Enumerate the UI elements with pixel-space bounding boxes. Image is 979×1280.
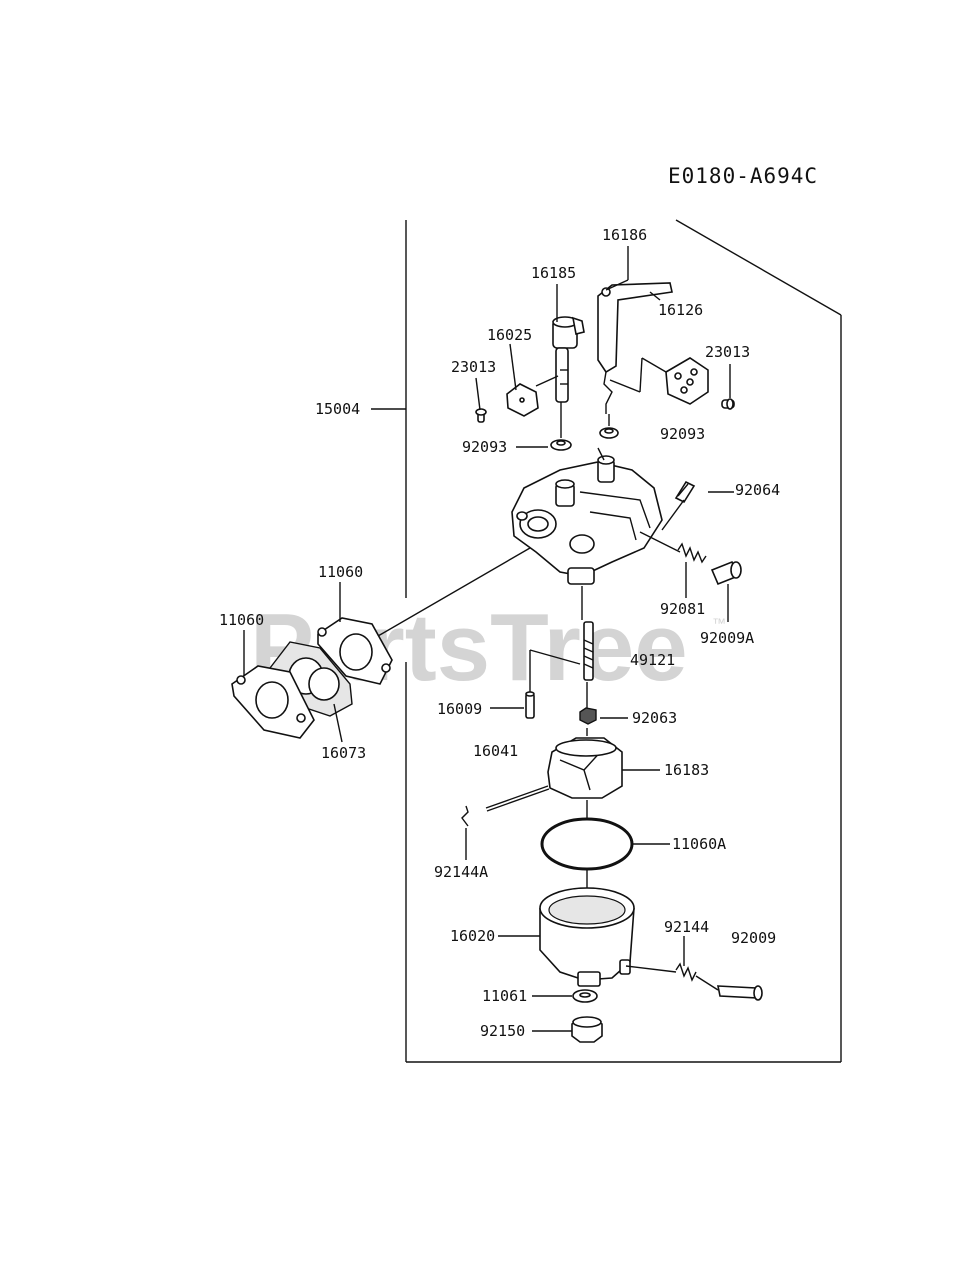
float-part [547, 737, 623, 799]
main-jet-part [579, 707, 597, 725]
label-92144: 92144 [664, 918, 709, 936]
label-92081: 92081 [660, 600, 705, 618]
label-16041: 16041 [473, 742, 518, 760]
leader-lines [243, 246, 734, 1032]
label-92063: 92063 [632, 709, 677, 727]
label-11061: 11061 [482, 987, 527, 1005]
screw-left-part [475, 408, 487, 423]
choke-plate-part [506, 383, 539, 417]
idle-screw-part [710, 560, 742, 586]
bowl-spring-part [675, 962, 697, 982]
label-11060-upper: 11060 [318, 563, 363, 581]
label-92009A: 92009A [700, 629, 754, 647]
part-labels: 16186 16185 16126 16025 23013 23013 1500… [219, 226, 780, 1040]
label-92093-left: 92093 [462, 438, 507, 456]
drain-screw-part [717, 985, 763, 1001]
gasket-lower-part [231, 665, 315, 739]
float-needle-part [525, 691, 535, 719]
label-23013-left: 23013 [451, 358, 496, 376]
label-16025: 16025 [487, 326, 532, 344]
label-16073: 16073 [321, 744, 366, 762]
label-49121: 49121 [630, 651, 675, 669]
throttle-plate-part [665, 357, 709, 405]
main-nozzle-part [583, 621, 594, 681]
label-16126: 16126 [658, 301, 703, 319]
label-11060A: 11060A [672, 835, 726, 853]
seal-right-part [599, 427, 619, 439]
choke-shaft-part [552, 316, 585, 403]
bowl-bolt-part [571, 1016, 603, 1043]
seal-left-part [550, 439, 572, 451]
idle-spring-part [677, 542, 707, 564]
label-16186: 16186 [602, 226, 647, 244]
float-bowl-part [539, 887, 635, 987]
label-92009: 92009 [731, 929, 776, 947]
bowl-gasket-part [540, 817, 634, 871]
clip-92144A-part [461, 805, 469, 827]
label-23013-right: 23013 [705, 343, 750, 361]
watermark-trademark: ™ [712, 615, 726, 631]
label-92150: 92150 [480, 1022, 525, 1040]
gasket-upper-part [317, 617, 393, 685]
label-16185: 16185 [531, 264, 576, 282]
label-11060-lower: 11060 [219, 611, 264, 629]
pilot-jet-part [661, 480, 696, 531]
float-pin-part [485, 785, 550, 812]
bowl-washer-part [572, 989, 598, 1003]
throttle-lever-part [597, 282, 673, 414]
label-92144A: 92144A [434, 863, 488, 881]
label-16183: 16183 [664, 761, 709, 779]
carburetor-body-part [511, 447, 663, 585]
label-16009: 16009 [437, 700, 482, 718]
label-15004: 15004 [315, 400, 360, 418]
label-16020: 16020 [450, 927, 495, 945]
label-92093-right: 92093 [660, 425, 705, 443]
diagram-code: E0180-A694C [668, 164, 818, 188]
screw-right-part [721, 398, 735, 410]
label-92064: 92064 [735, 481, 780, 499]
